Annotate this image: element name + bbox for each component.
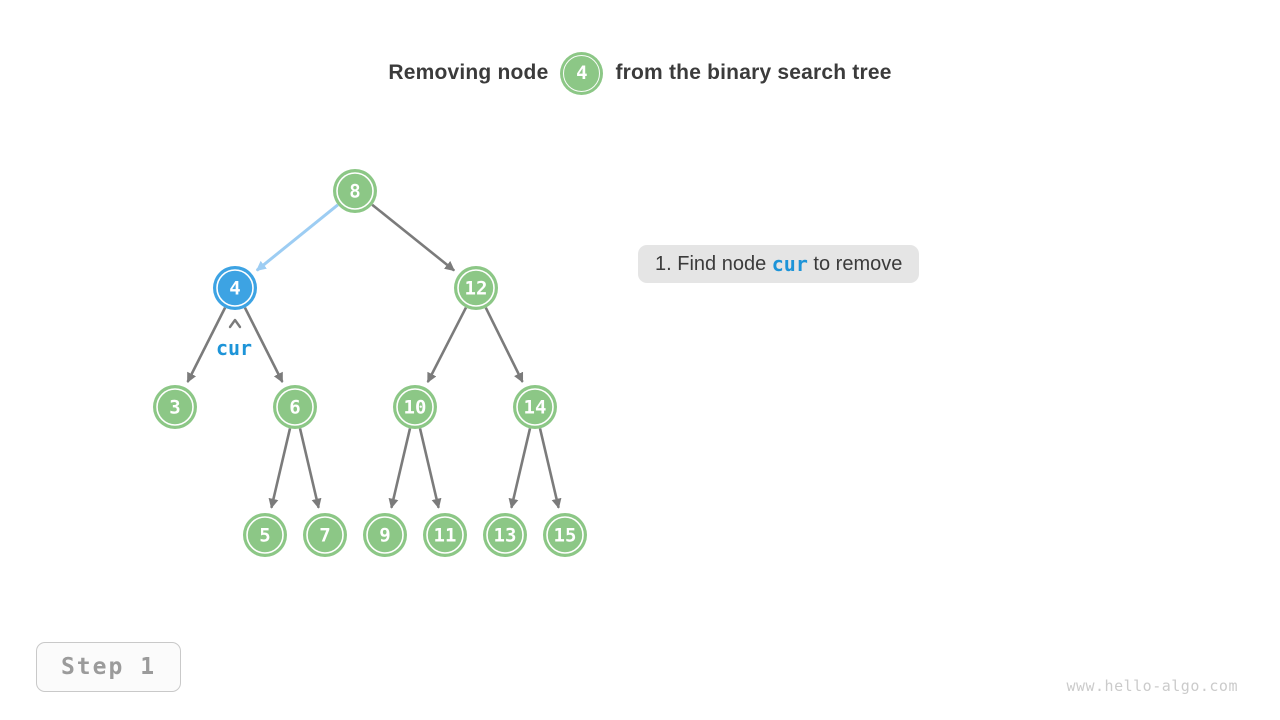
step-annotation: 1. Find node cur to remove (638, 245, 920, 283)
tree-edge-4-3 (186, 307, 227, 383)
step-badge: Step 1 (36, 642, 181, 692)
tree-node-value: 9 (379, 525, 390, 547)
tree-node-12: 12 (454, 266, 498, 310)
tree-edge-12-10 (426, 306, 468, 383)
diagram-title: Removing node 4 from the binary search t… (0, 51, 1280, 95)
tree-edge-8-12 (371, 203, 455, 272)
tree-node-7: 7 (303, 513, 347, 557)
tree-node-value: 14 (524, 397, 547, 419)
tree-node-13: 13 (483, 513, 527, 557)
tree-node-15: 15 (543, 513, 587, 557)
tree-node-value: 6 (289, 397, 300, 419)
tree-node-value: 10 (404, 397, 427, 419)
title-node-badge: 4 (560, 51, 604, 95)
tree-edge-4-6 (243, 307, 284, 383)
tree-node-value: 7 (319, 525, 330, 547)
tree-node-value: 13 (494, 525, 517, 547)
tree-node-4: 4 (213, 266, 257, 310)
tree-edge-8-4 (255, 203, 339, 272)
annotation-prefix: 1. Find node (655, 252, 772, 275)
tree-node-3: 3 (153, 385, 197, 429)
tree-node-10: 10 (393, 385, 437, 429)
tree-node-8: 8 (333, 169, 377, 213)
tree-edge-10-9 (388, 428, 412, 509)
annotation-cur-highlight: cur (771, 252, 808, 276)
tree-edge-10-11 (418, 428, 442, 509)
tree-node-value: 15 (554, 525, 577, 547)
tree-node-9: 9 (363, 513, 407, 557)
title-prefix: Removing node (388, 61, 549, 84)
tree-node-value: 11 (434, 525, 457, 547)
tree-node-value: 12 (465, 278, 488, 300)
cur-pointer-label: cur (216, 336, 252, 360)
tree-edge-14-13 (508, 428, 532, 509)
tree-edge-14-15 (538, 428, 562, 509)
tree-node-value: 4 (229, 278, 240, 300)
tree-node-5: 5 (243, 513, 287, 557)
tree-node-6: 6 (273, 385, 317, 429)
annotation-suffix: to remove (807, 252, 903, 275)
cur-pointer-caret-icon (228, 318, 242, 329)
tree-edge-6-5 (268, 428, 292, 509)
tree-node-14: 14 (513, 385, 557, 429)
tree-node-value: 8 (349, 181, 360, 203)
tree-edge-6-7 (298, 428, 322, 509)
tree-node-11: 11 (423, 513, 467, 557)
tree-edge-12-14 (484, 307, 524, 383)
tree-node-value: 5 (259, 525, 270, 547)
watermark: www.hello-algo.com (1066, 677, 1238, 695)
title-suffix: from the binary search tree (615, 61, 892, 84)
tree-node-value: 3 (169, 397, 180, 419)
